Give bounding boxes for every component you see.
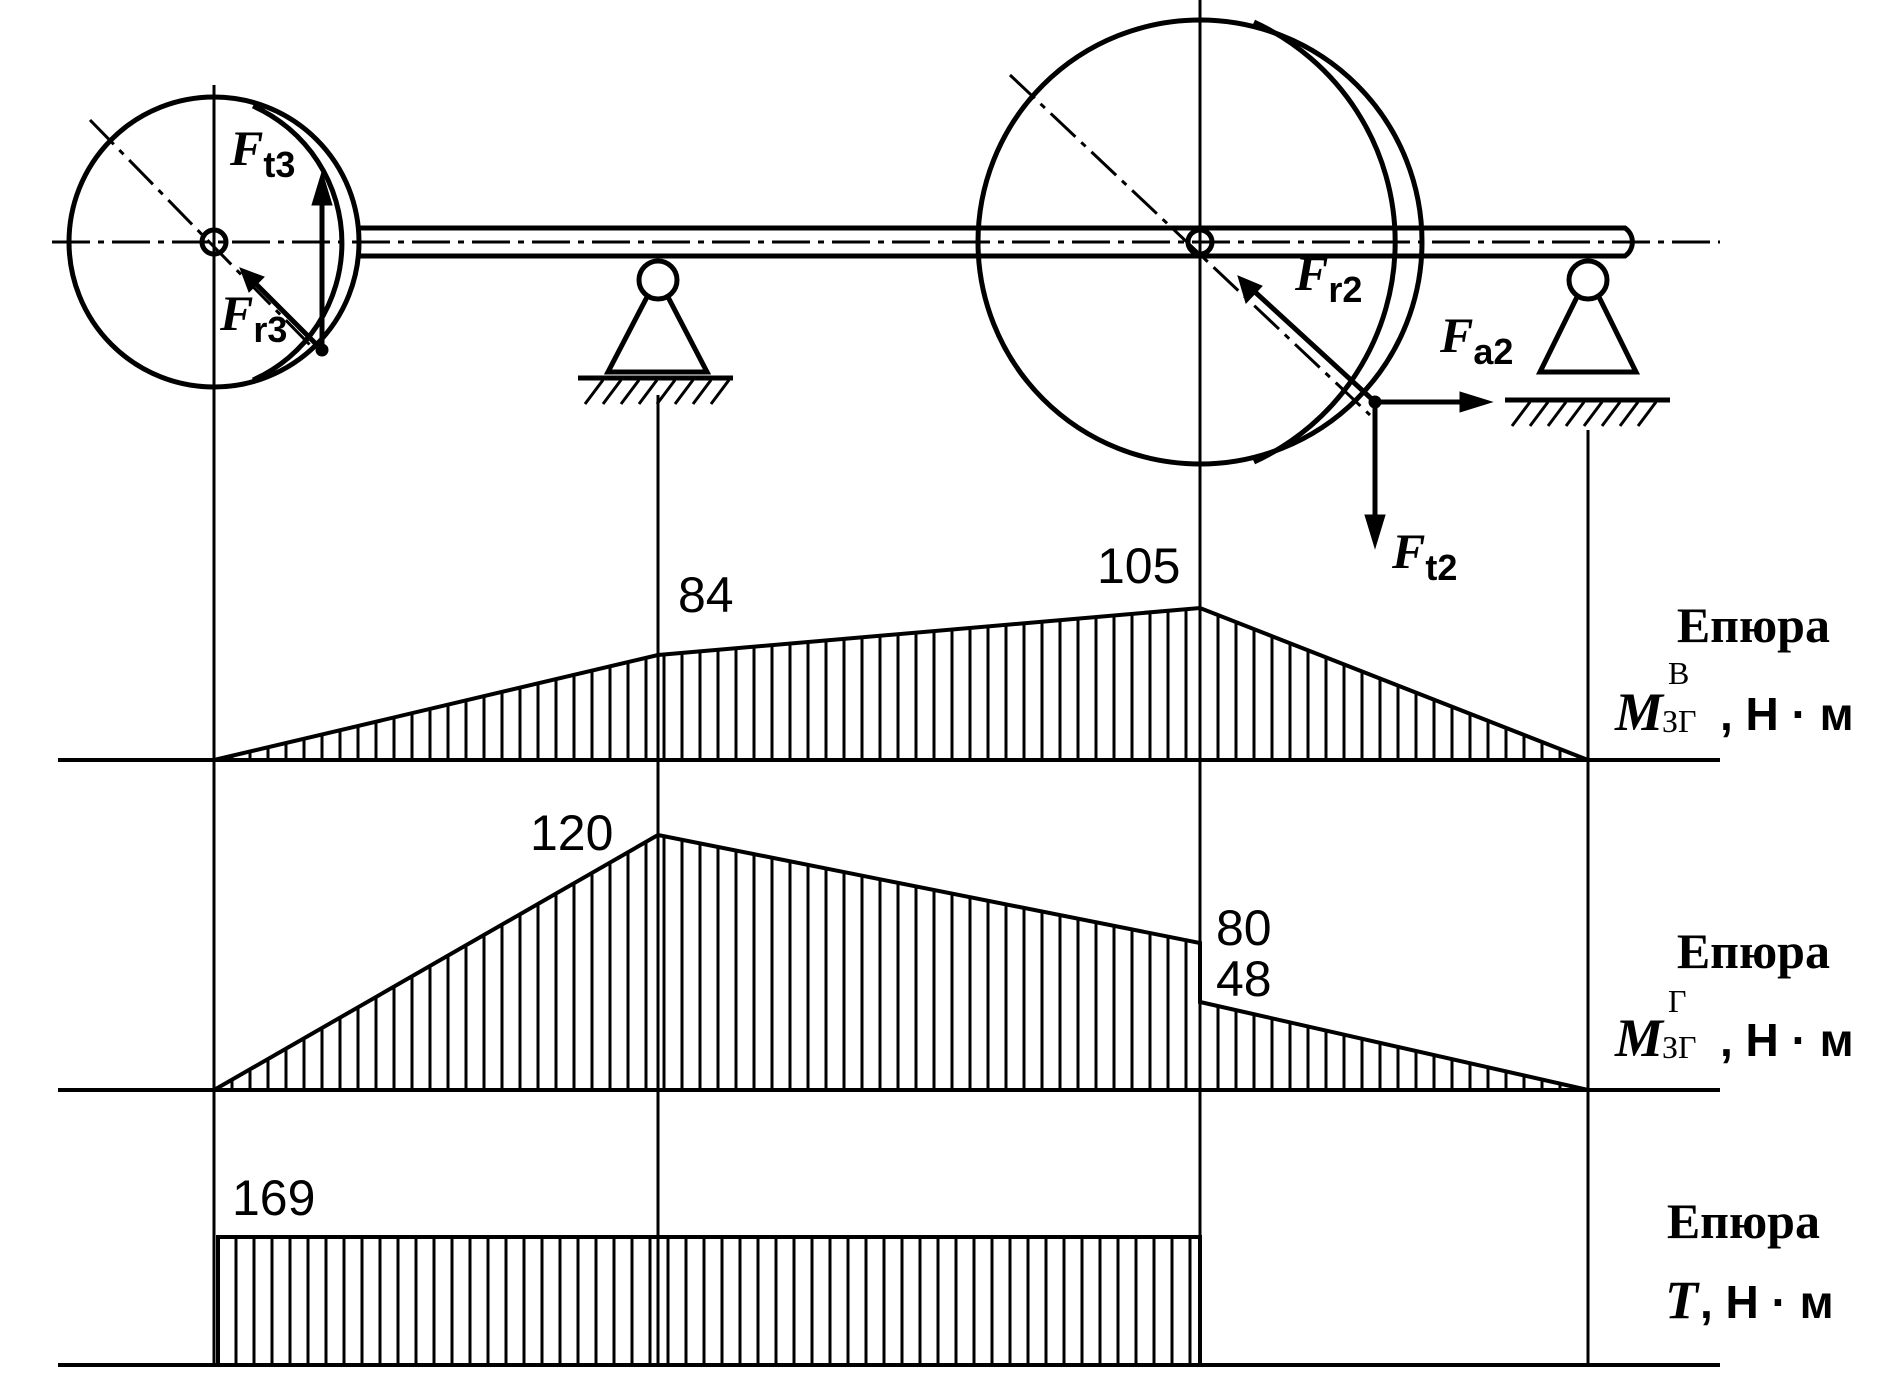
epure-horizontal-moment-outline bbox=[213, 832, 1589, 1092]
support-a bbox=[578, 258, 733, 405]
value-vertical-105: 105 bbox=[1097, 538, 1180, 594]
epure-horizontal-symbol: M bbox=[1614, 1008, 1665, 1068]
force-fa2-arrow bbox=[1375, 391, 1494, 413]
value-horizontal-80: 80 bbox=[1216, 900, 1272, 956]
epure-hatching bbox=[230, 609, 1580, 1365]
epure-torque-symbol: T bbox=[1665, 1270, 1700, 1330]
force-arrows bbox=[239, 170, 1494, 550]
force-fr3-arrow bbox=[239, 267, 324, 352]
epure-torque-outline bbox=[216, 1235, 1202, 1365]
force-ft2-arrow bbox=[1364, 402, 1386, 550]
force-ft3-arrow bbox=[311, 170, 333, 357]
epure-horizontal-sup: Г bbox=[1668, 983, 1687, 1019]
gear-3-small-wheel bbox=[66, 94, 362, 390]
baselines bbox=[58, 758, 1720, 1367]
force-labels: Ft3 Fr3 Fr2 Fa2 Ft2 bbox=[219, 120, 1513, 588]
epure-outlines bbox=[213, 605, 1589, 1365]
epure-vertical-symbol: M bbox=[1614, 682, 1665, 742]
epure-vertical-sup: В bbox=[1668, 655, 1689, 691]
epure-torque-title: Епюра bbox=[1667, 1193, 1820, 1249]
epure-vertical-title: Епюра bbox=[1677, 597, 1830, 653]
epure-vertical-sub: ЗГ bbox=[1662, 703, 1697, 739]
epure-values: 84 105 120 80 48 169 bbox=[232, 538, 1272, 1226]
epure-horizontal-unit: , Н · м bbox=[1720, 1014, 1854, 1066]
epure-vertical-unit: , Н · м bbox=[1720, 688, 1854, 740]
value-horizontal-48: 48 bbox=[1216, 951, 1272, 1007]
epure-horizontal-title: Епюра bbox=[1677, 923, 1830, 979]
force-fr3-label: Fr3 bbox=[219, 285, 287, 350]
force-fa2-label: Fa2 bbox=[1439, 307, 1513, 372]
vertical-guide-lines bbox=[212, 0, 1590, 1365]
value-torque-169: 169 bbox=[232, 1170, 315, 1226]
support-b bbox=[1505, 258, 1670, 427]
epure-torque-unit: , Н · м bbox=[1700, 1276, 1834, 1328]
force-fr2-label: Fr2 bbox=[1294, 245, 1362, 310]
epure-horizontal-sub: ЗГ bbox=[1662, 1029, 1697, 1065]
value-horizontal-120: 120 bbox=[530, 805, 613, 861]
force-ft2-label: Ft2 bbox=[1391, 523, 1457, 588]
force-ft3-label: Ft3 bbox=[229, 120, 295, 185]
gear-2-large-wheel bbox=[975, 17, 1425, 467]
value-vertical-84: 84 bbox=[678, 567, 734, 623]
epure-vertical-moment-outline bbox=[213, 605, 1589, 762]
shaft-scheme bbox=[52, 17, 1720, 467]
epure-legend: Епюра M В ЗГ , Н · м Епюра M Г ЗГ , Н · … bbox=[1614, 597, 1854, 1330]
